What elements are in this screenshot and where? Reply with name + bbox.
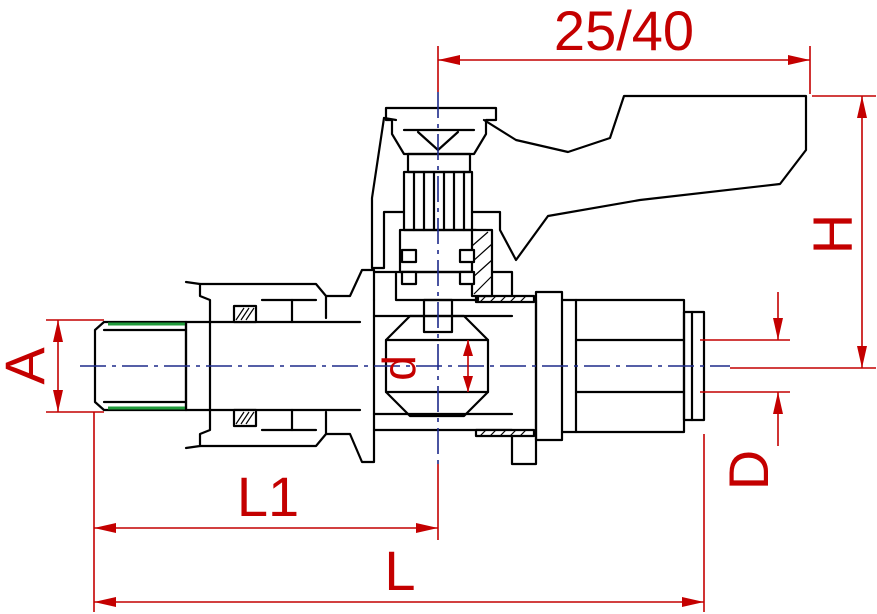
dimension-lines <box>46 46 876 612</box>
label-height: H <box>801 214 864 254</box>
valve-outline <box>93 94 808 466</box>
body-neck <box>324 268 376 464</box>
stem-o-rings <box>400 248 476 286</box>
label-handle-reach: 25/40 <box>554 0 694 62</box>
o-ring-upper-nut <box>232 304 258 324</box>
label-bore: d <box>373 355 425 381</box>
push-in-collet <box>682 310 706 422</box>
o-ring-lower-nut <box>232 408 258 428</box>
hex-nut <box>184 280 212 450</box>
bonnet-hatch <box>470 228 494 298</box>
label-thread-size: A <box>0 347 56 385</box>
valve-ball <box>384 298 490 418</box>
label-overall-length: L <box>384 539 415 602</box>
valve-body <box>372 270 538 466</box>
seat-hatch-lower <box>474 428 536 438</box>
lever-handle <box>370 94 808 270</box>
label-tube-od: D <box>717 450 780 490</box>
stem-bonnet <box>394 228 480 302</box>
thread-marking <box>108 322 186 410</box>
dimension-labels: 25/40 H A D d L1 L <box>0 0 864 602</box>
handle-cap <box>384 106 498 174</box>
label-length-to-center: L1 <box>237 465 299 528</box>
right-union <box>534 290 564 442</box>
centerlines <box>80 92 730 464</box>
